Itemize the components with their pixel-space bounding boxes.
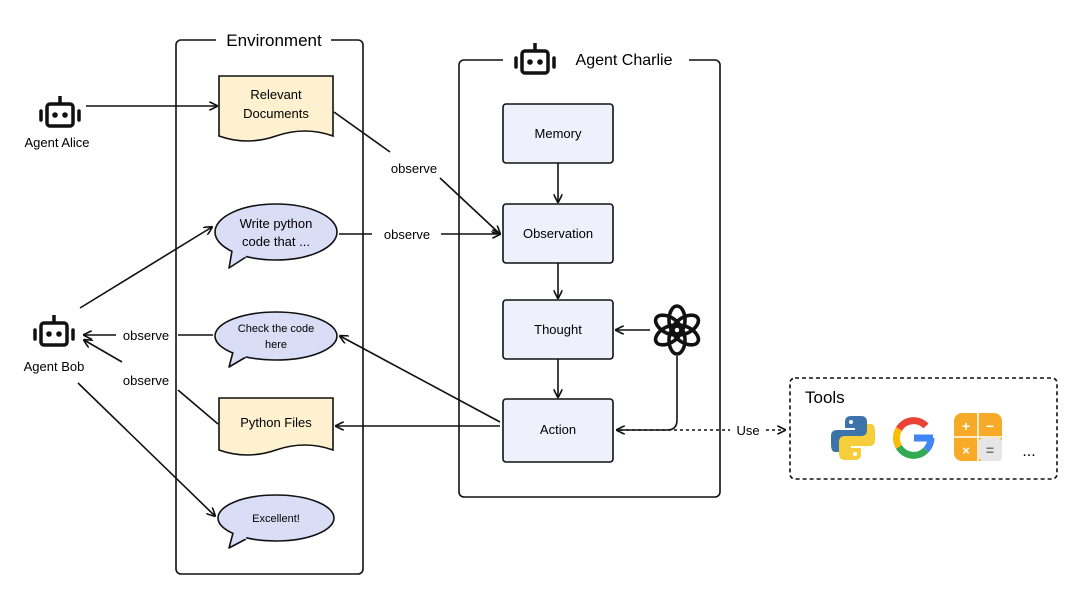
google-logo-icon bbox=[892, 417, 935, 459]
action-to-check-arrow bbox=[340, 336, 501, 423]
observe-files-label: observe bbox=[123, 373, 169, 388]
llm-to-action-arrow bbox=[617, 356, 678, 430]
check-code-bubble: Check the code here bbox=[214, 311, 338, 368]
excellent-label: Excellent! bbox=[252, 513, 300, 525]
tools-more-ellipsis: ... bbox=[1022, 443, 1035, 460]
memory-node: Memory bbox=[502, 103, 614, 164]
write-python-line2: code that ... bbox=[242, 234, 310, 249]
observe-check-label: observe bbox=[123, 328, 169, 343]
files-to-bob-line bbox=[177, 389, 219, 425]
agent-bob-label: Agent Bob bbox=[24, 359, 85, 374]
relevant-documents-line1: Relevant bbox=[250, 87, 302, 102]
memory-label: Memory bbox=[535, 126, 582, 141]
agent-charlie-panel: Agent Charlie bbox=[458, 40, 721, 498]
agent-charlie-label: Agent Charlie bbox=[576, 52, 673, 69]
agent-alice: Agent Alice bbox=[24, 94, 90, 150]
observation-label: Observation bbox=[523, 226, 593, 241]
observe-docs-label: observe bbox=[391, 161, 437, 176]
observation-node: Observation bbox=[502, 203, 614, 264]
environment-title: Environment bbox=[226, 31, 322, 50]
relevant-documents-node: Relevant Documents bbox=[218, 75, 334, 142]
check-code-line1: Check the code bbox=[238, 323, 314, 335]
python-files-node: Python Files bbox=[218, 397, 334, 456]
tools-title: Tools bbox=[805, 388, 845, 407]
agent-bob: Agent Bob bbox=[24, 313, 85, 374]
action-node: Action bbox=[502, 398, 614, 463]
agent-alice-label: Agent Alice bbox=[24, 135, 89, 150]
observe-write-label: observe bbox=[384, 227, 430, 242]
write-python-line1: Write python bbox=[240, 216, 313, 231]
relevant-documents-line2: Documents bbox=[243, 106, 309, 121]
use-label: Use bbox=[736, 423, 759, 438]
tools-panel: Tools + − × = ... bbox=[789, 377, 1058, 480]
check-code-line2: here bbox=[265, 339, 287, 351]
calculator-icon: + − × = bbox=[954, 413, 1002, 461]
llm-logo-icon bbox=[653, 304, 701, 356]
write-python-bubble: Write python code that ... bbox=[214, 203, 338, 269]
thought-label: Thought bbox=[534, 322, 582, 337]
python-logo-icon bbox=[831, 416, 875, 460]
calc-key-times: × bbox=[962, 443, 970, 458]
calc-key-plus: + bbox=[962, 418, 970, 434]
robot-icon bbox=[39, 94, 81, 128]
robot-icon bbox=[33, 313, 75, 347]
excellent-bubble: Excellent! bbox=[217, 494, 335, 549]
thought-node: Thought bbox=[502, 299, 614, 360]
documents-to-observation-arrow bbox=[333, 111, 500, 234]
bob-to-write-arrow bbox=[79, 227, 212, 309]
action-label: Action bbox=[540, 422, 576, 437]
calc-key-equals: = bbox=[986, 442, 994, 458]
calc-key-minus: − bbox=[986, 418, 994, 434]
environment-panel: Environment bbox=[175, 30, 364, 575]
python-files-label: Python Files bbox=[240, 415, 312, 430]
bob-to-excellent-arrow bbox=[77, 382, 215, 516]
files-to-bob-arrow bbox=[84, 340, 123, 363]
